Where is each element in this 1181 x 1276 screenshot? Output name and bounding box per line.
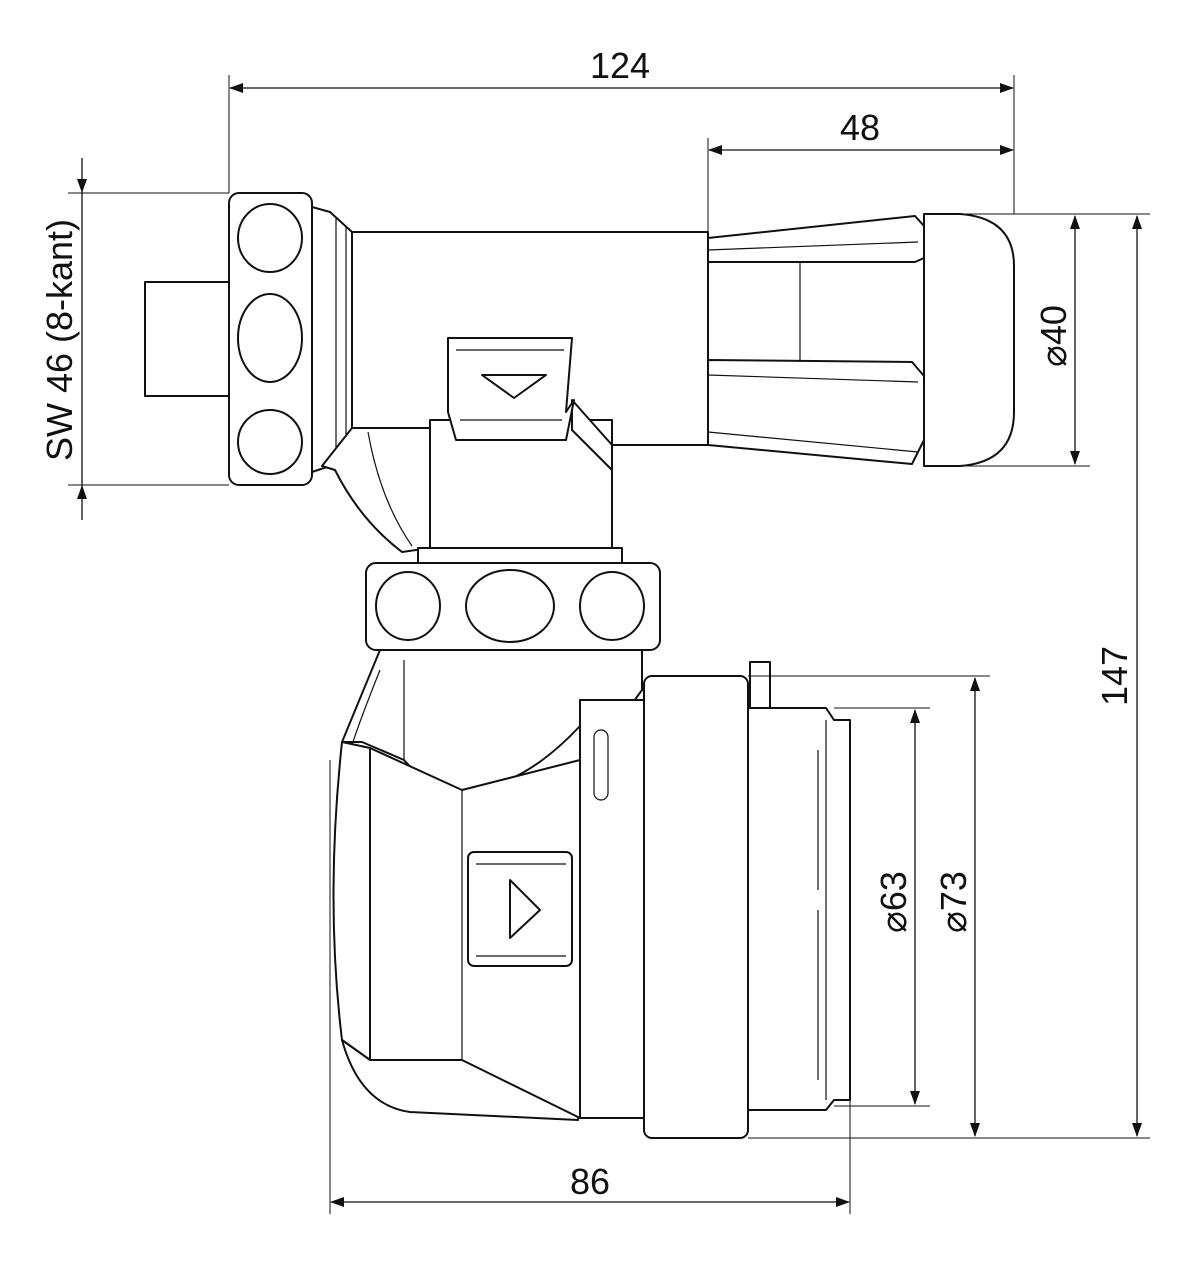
nut-facet: [465, 569, 555, 643]
dimension-lines: [68, 75, 1150, 1214]
triangle-arrow-icon: [509, 879, 541, 939]
nut-facet: [375, 571, 441, 641]
dim-label-hex-size: SW 46 (8-kant): [39, 219, 80, 461]
triangle-arrow-icon: [481, 374, 547, 399]
upper-body: [144, 192, 1015, 566]
diameter-symbol: ⌀: [933, 911, 974, 933]
svg-text:⌀73: ⌀73: [933, 871, 974, 933]
outlet-prong: [707, 215, 925, 263]
ring-tab: [749, 661, 771, 709]
dim-label-diameter-outer: 73: [933, 871, 974, 911]
dim-label-diameter-inner: 63: [873, 871, 914, 911]
lower-band: [579, 699, 645, 1119]
dim-label-bottom-width: 86: [570, 1161, 610, 1202]
socket-tube: [747, 707, 851, 1111]
dimension-labels: 124 48 86 SW 46 (8-kant) ⌀40 147 ⌀63 ⌀73: [39, 45, 1135, 1202]
clamp-shell: [332, 741, 371, 1061]
middle-nut: [365, 562, 661, 651]
diameter-symbol: ⌀: [1033, 345, 1074, 367]
nut-facet: [579, 571, 645, 641]
dim-label-overall-width: 124: [590, 45, 650, 86]
dim-label-outlet-length: 48: [840, 107, 880, 148]
tee-gusset: [571, 399, 613, 471]
dim-label-overall-height: 147: [1094, 646, 1135, 706]
nut-facet: [237, 203, 303, 273]
tee-gusset: [321, 427, 431, 553]
svg-text:⌀63: ⌀63: [873, 871, 914, 933]
svg-text:⌀40: ⌀40: [1033, 305, 1074, 367]
nut-facet: [237, 293, 303, 383]
dim-label-diameter-outlet: 40: [1033, 305, 1074, 345]
union-ring: [643, 675, 749, 1139]
diameter-symbol: ⌀: [873, 911, 914, 933]
lower-body: [332, 649, 851, 1139]
nut-facet: [237, 409, 303, 475]
end-cap: [923, 213, 1015, 467]
side-stub: [144, 281, 230, 397]
